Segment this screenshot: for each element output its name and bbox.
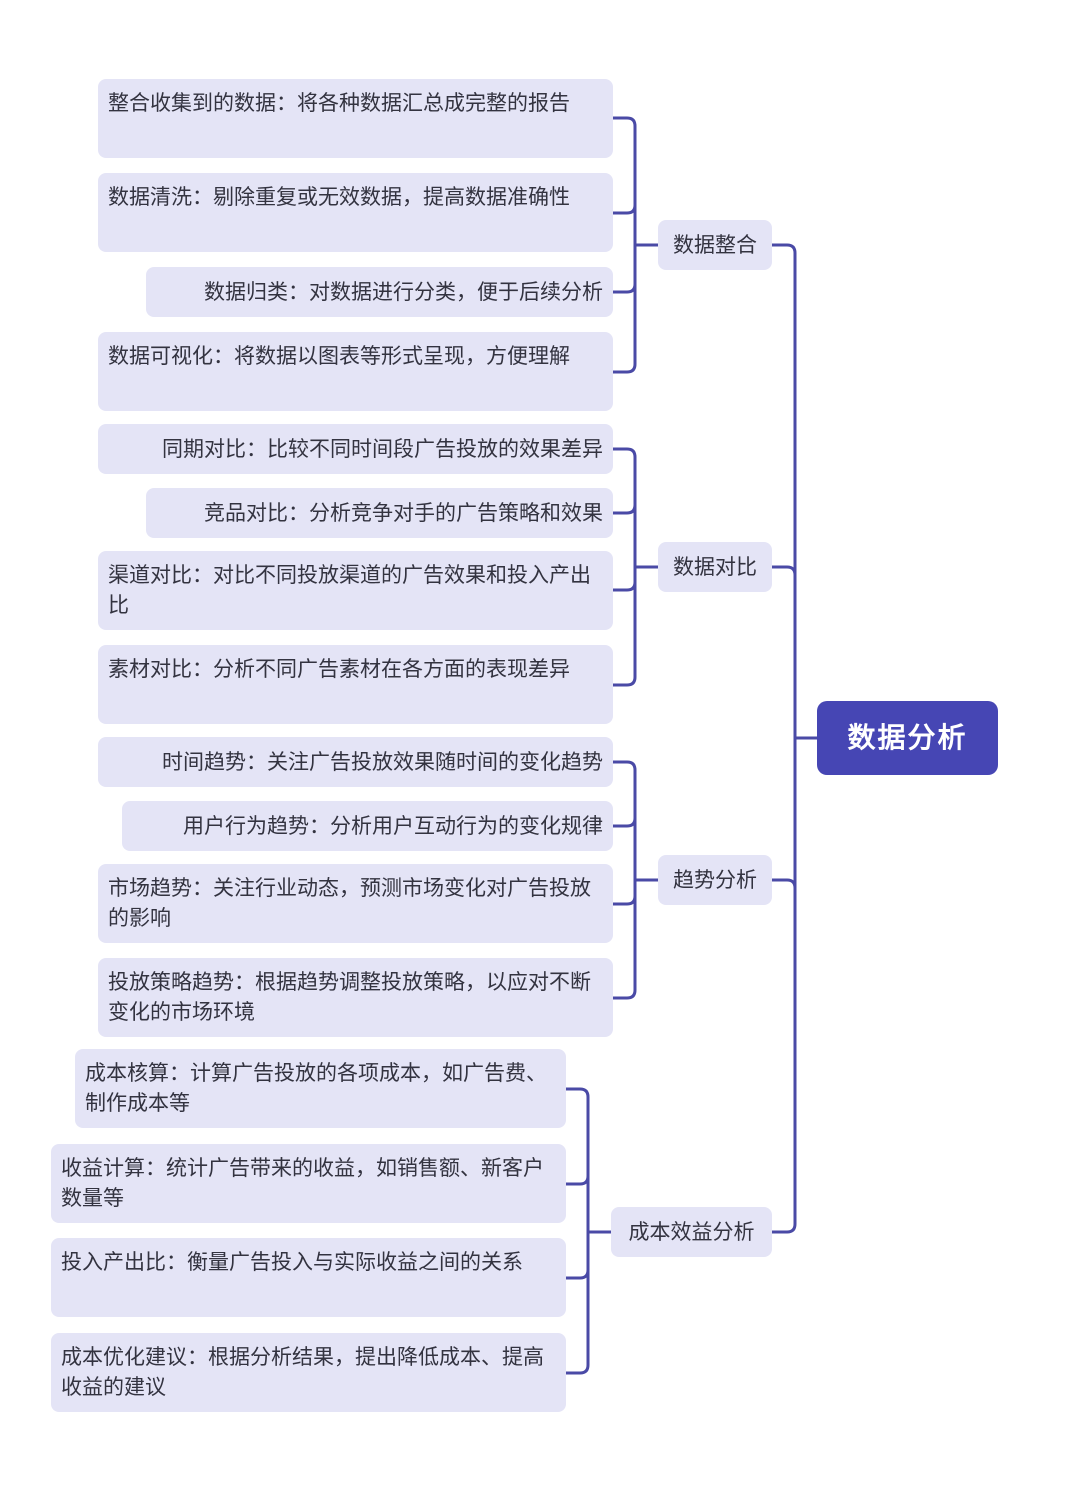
connector-line	[611, 760, 637, 1000]
branch-node-cost-benefit[interactable]: 成本效益分析	[611, 1207, 772, 1257]
connector-line	[611, 282, 637, 294]
leaf-node[interactable]: 渠道对比：对比不同投放渠道的广告效果和投入产出比	[98, 551, 613, 630]
leaf-node[interactable]: 成本核算：计算广告投放的各项成本，如广告费、制作成本等	[75, 1049, 566, 1128]
branch-node-data-comparison[interactable]: 数据对比	[658, 542, 772, 592]
connector-line	[564, 1174, 590, 1186]
connector-line	[564, 1268, 590, 1280]
root-node[interactable]: 数据分析	[817, 701, 998, 775]
connector-line	[611, 116, 637, 374]
branch-node-data-integration[interactable]: 数据整合	[658, 220, 772, 270]
connector-line	[611, 816, 637, 828]
connector-line	[770, 565, 797, 577]
leaf-node[interactable]: 成本优化建议：根据分析结果，提出降低成本、提高收益的建议	[51, 1333, 566, 1412]
connector-line	[611, 580, 637, 592]
connector-line	[611, 447, 637, 687]
connector-line	[611, 503, 637, 515]
leaf-node[interactable]: 数据清洗：剔除重复或无效数据，提高数据准确性	[98, 173, 613, 252]
leaf-node[interactable]: 数据可视化：将数据以图表等形式呈现，方便理解	[98, 332, 613, 411]
leaf-node[interactable]: 用户行为趋势：分析用户互动行为的变化规律	[122, 801, 613, 851]
leaf-node[interactable]: 投放策略趋势：根据趋势调整投放策略，以应对不断变化的市场环境	[98, 958, 613, 1037]
leaf-node[interactable]: 数据归类：对数据进行分类，便于后续分析	[146, 267, 613, 317]
connector-line	[770, 243, 797, 1234]
leaf-node[interactable]: 市场趋势：关注行业动态，预测市场变化对广告投放的影响	[98, 864, 613, 943]
leaf-node[interactable]: 收益计算：统计广告带来的收益，如销售额、新客户数量等	[51, 1144, 566, 1223]
connector-line	[770, 878, 797, 890]
connector-line	[564, 1087, 590, 1375]
connector-line	[611, 894, 637, 906]
connector-line	[611, 203, 637, 215]
leaf-node[interactable]: 同期对比：比较不同时间段广告投放的效果差异	[98, 424, 613, 474]
leaf-node[interactable]: 时间趋势：关注广告投放效果随时间的变化趋势	[98, 737, 613, 787]
leaf-node[interactable]: 投入产出比：衡量广告投入与实际收益之间的关系	[51, 1238, 566, 1317]
leaf-node[interactable]: 整合收集到的数据：将各种数据汇总成完整的报告	[98, 79, 613, 158]
leaf-node[interactable]: 素材对比：分析不同广告素材在各方面的表现差异	[98, 645, 613, 724]
leaf-node[interactable]: 竞品对比：分析竞争对手的广告策略和效果	[146, 488, 613, 538]
branch-node-trend-analysis[interactable]: 趋势分析	[658, 855, 772, 905]
